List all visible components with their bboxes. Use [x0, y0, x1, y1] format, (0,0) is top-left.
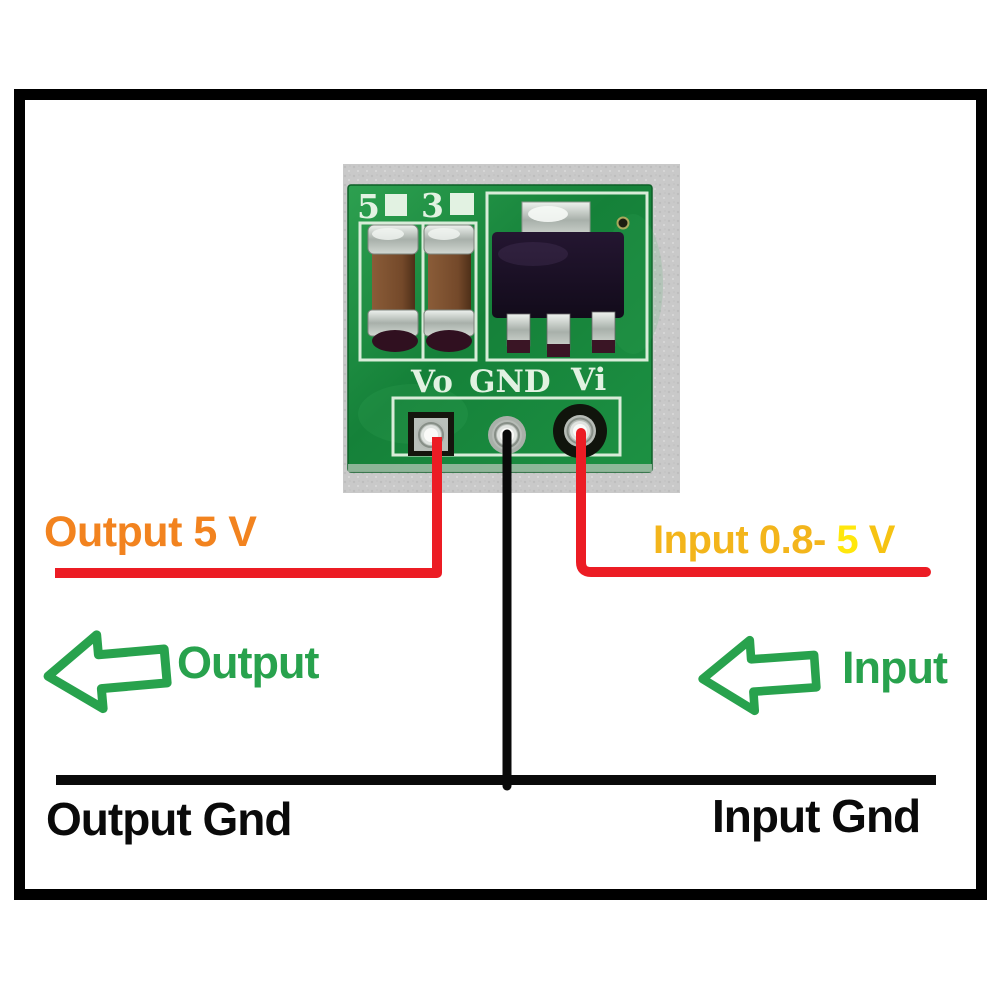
- input-voltage-unit: V: [858, 518, 896, 562]
- silkscreen-square-2: [450, 193, 474, 215]
- silkscreen-square-1: [385, 194, 407, 216]
- input-voltage-label: Input 0.8- 5 V: [653, 520, 895, 560]
- vo-pad: [408, 412, 454, 456]
- gnd-pad: [488, 416, 526, 454]
- capacitor-outline-box: [358, 221, 478, 362]
- left-block-arrow-icon: [698, 635, 821, 716]
- input-ground-label: Input Gnd: [712, 790, 921, 842]
- output-direction-arrow: [38, 618, 178, 726]
- pin-label-gnd: GND: [469, 364, 551, 400]
- ic-body: [492, 232, 624, 318]
- input-direction-label: Input: [842, 642, 948, 693]
- output-direction-label: Output: [177, 637, 319, 688]
- input-voltage-max: 5: [836, 518, 859, 562]
- ic-leg-2: [546, 313, 571, 357]
- pcb-photo: 5 3: [343, 164, 680, 493]
- regulator-ic: [492, 201, 624, 357]
- capacitor-2: [423, 224, 475, 352]
- input-voltage-range: Input 0.8-: [653, 518, 837, 562]
- pin-label-vo: Vo: [410, 364, 453, 400]
- capacitor-1: [367, 224, 419, 352]
- input-direction-arrow: [693, 626, 827, 728]
- pin-label-vi: Vi: [570, 362, 606, 398]
- ic-leg-3: [591, 311, 616, 353]
- ic-outline-box: [485, 191, 649, 362]
- output-ground-label: Output Gnd: [46, 793, 292, 845]
- ic-leg-1: [506, 313, 531, 353]
- board-bottom-bevel: [348, 464, 652, 472]
- pcb-board-graphic: 5 3: [343, 164, 680, 493]
- left-block-arrow-icon: [43, 630, 172, 714]
- board-hole: [616, 216, 630, 230]
- silkscreen-marking-5: 5: [357, 187, 380, 226]
- silkscreen-marking-3: 3: [421, 186, 444, 225]
- output-voltage-label: Output 5 V: [44, 508, 257, 556]
- vi-pad: [553, 404, 607, 458]
